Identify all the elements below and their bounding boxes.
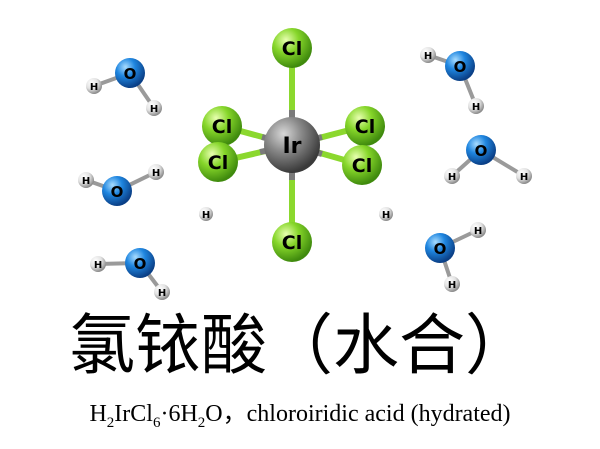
svg-text:H: H [94, 260, 102, 271]
chinese-name-title: 氯铱酸（水合） [69, 307, 531, 384]
proton-left: H [199, 207, 213, 221]
svg-text:H: H [382, 210, 390, 221]
water-molecule-4: H H O [420, 47, 484, 114]
svg-text:H: H [472, 102, 480, 113]
english-name: chloroiridic acid (hydrated) [246, 401, 511, 427]
formula-subscript: 2 [106, 414, 115, 431]
svg-text:Cl: Cl [208, 152, 228, 174]
svg-text:O: O [111, 183, 124, 201]
svg-text:Ir: Ir [282, 134, 301, 159]
chemical-formula: H2IrCl6·6H2O [89, 401, 223, 431]
svg-text:H: H [150, 104, 158, 115]
svg-text:H: H [90, 82, 98, 93]
cl-atom-lower-left: Cl [198, 142, 238, 182]
formula-caption: H2IrCl6·6H2O，chloroiridic acid (hydrated… [0, 392, 600, 436]
svg-text:H: H [448, 172, 456, 183]
svg-text:H: H [520, 172, 528, 183]
cl-atom-bottom: Cl [272, 222, 312, 262]
svg-text:O: O [475, 142, 488, 160]
svg-text:H: H [448, 280, 456, 291]
water-molecule-2: H H O [78, 164, 164, 206]
svg-text:H: H [152, 168, 160, 179]
svg-text:H: H [82, 176, 90, 187]
formula-subscript: 6 [152, 414, 161, 431]
svg-text:Cl: Cl [282, 38, 302, 60]
svg-text:H: H [202, 210, 210, 221]
cl-atom-upper-left: Cl [202, 106, 242, 146]
svg-text:H: H [424, 51, 432, 62]
svg-text:H: H [158, 288, 166, 299]
cl-atom-top: Cl [272, 28, 312, 68]
svg-text:O: O [134, 255, 147, 273]
svg-text:O: O [454, 58, 467, 76]
svg-text:O: O [434, 240, 447, 258]
molecule-illustration: Cl Cl Cl Cl Cl Cl Ir H [78, 28, 532, 300]
svg-text:Cl: Cl [355, 116, 375, 138]
caption-separator: ， [222, 401, 247, 427]
water-molecule-6: H H O [425, 222, 486, 292]
formula-segment: ·6H [160, 401, 198, 427]
svg-text:O: O [124, 65, 137, 83]
svg-text:Cl: Cl [212, 116, 232, 138]
proton-right: H [379, 207, 393, 221]
water-molecule-5: H H O [444, 135, 532, 184]
svg-text:Cl: Cl [352, 155, 372, 177]
svg-text:Cl: Cl [282, 232, 302, 254]
svg-text:H: H [474, 226, 482, 237]
formula-segment: IrCl [114, 401, 153, 427]
formula-segment: H [89, 401, 107, 427]
formula-segment: O [205, 401, 223, 427]
ir-atom: Ir [264, 117, 320, 173]
cl-atom-lower-right: Cl [342, 145, 382, 185]
formula-subscript: 2 [197, 414, 206, 431]
water-molecule-3: H H O [90, 248, 170, 300]
water-molecule-1: H H O [86, 58, 162, 116]
cl-atom-upper-right: Cl [345, 106, 385, 146]
